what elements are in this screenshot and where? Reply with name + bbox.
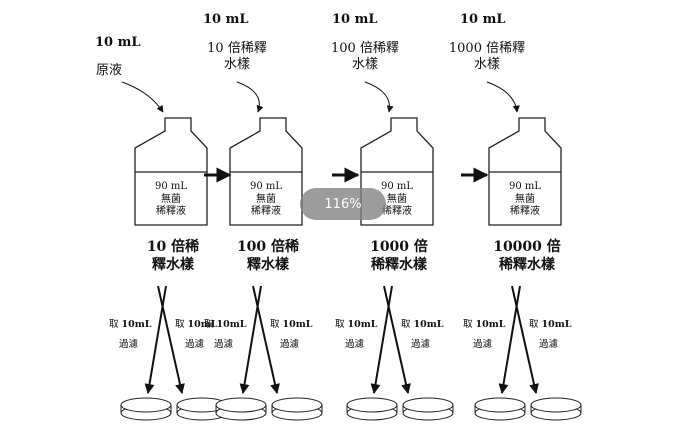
- source-sample-label: 1000 倍稀釋水樣: [448, 41, 526, 73]
- dilution-result-label: 10 倍稀釋水樣: [146, 239, 200, 273]
- filter-label-right: 過濾: [411, 339, 431, 350]
- petri-dish-lid: [120, 397, 172, 413]
- take-volume-label-right: 取 10mL: [270, 319, 313, 330]
- take-volume-label-right: 取 10mL: [529, 319, 572, 330]
- take-volume-label-left: 取 10mL: [463, 319, 506, 330]
- sampling-arrow-right: [252, 285, 280, 394]
- take-volume-label-right: 取 10mL: [401, 319, 444, 330]
- sampling-arrow-left: [498, 285, 521, 394]
- take-volume-label-left: 取 10mL: [335, 319, 378, 330]
- transfer-curve-arrow: [236, 81, 264, 113]
- filter-label-left: 過濾: [473, 339, 493, 350]
- source-sample-label: 100 倍稀釋水樣: [331, 41, 399, 73]
- petri-dish-lid: [346, 397, 398, 413]
- filter-label-right: 過濾: [185, 339, 205, 350]
- take-volume-label-left: 取 10mL: [204, 319, 247, 330]
- transfer-volume-label: 10 mL: [203, 12, 249, 27]
- filter-label-left: 過濾: [119, 339, 139, 350]
- filter-label-right: 過濾: [539, 339, 559, 350]
- sampling-arrow-left: [144, 285, 167, 394]
- petri-dish-lid: [530, 397, 582, 413]
- transfer-curve-arrow: [121, 81, 164, 113]
- transfer-curve-arrow: [486, 81, 520, 113]
- take-volume-label-right: 取 10mL: [175, 319, 218, 330]
- take-volume-label-left: 取 10mL: [109, 319, 152, 330]
- sampling-arrow-left: [239, 285, 262, 394]
- source-sample-label: 10 倍稀釋水樣: [207, 41, 267, 73]
- sampling-arrow-right: [511, 285, 539, 394]
- filter-label-right: 過濾: [280, 339, 300, 350]
- sampling-arrow-right: [383, 285, 411, 394]
- transfer-curve-arrow: [364, 81, 394, 113]
- transfer-volume-label: 10 mL: [332, 12, 378, 27]
- transfer-volume-label: 10 mL: [460, 12, 506, 27]
- sampling-arrow-left: [370, 285, 393, 394]
- petri-dish-lid: [215, 397, 267, 413]
- sampling-arrow-right: [157, 285, 185, 394]
- filter-label-left: 過濾: [214, 339, 234, 350]
- dilution-result-label: 10000 倍稀釋水樣: [493, 239, 561, 273]
- dilution-result-label: 100 倍稀釋水樣: [236, 239, 300, 273]
- petri-dish-lid: [271, 397, 323, 413]
- zoom-level-badge[interactable]: 116%: [300, 188, 386, 220]
- stock-label: 原液: [96, 63, 123, 78]
- petri-dish-lid: [402, 397, 454, 413]
- petri-dish-lid: [474, 397, 526, 413]
- dilution-result-label: 1000 倍稀釋水樣: [370, 239, 428, 273]
- filter-label-left: 過濾: [345, 339, 365, 350]
- stock-volume-label: 10 mL: [95, 35, 141, 50]
